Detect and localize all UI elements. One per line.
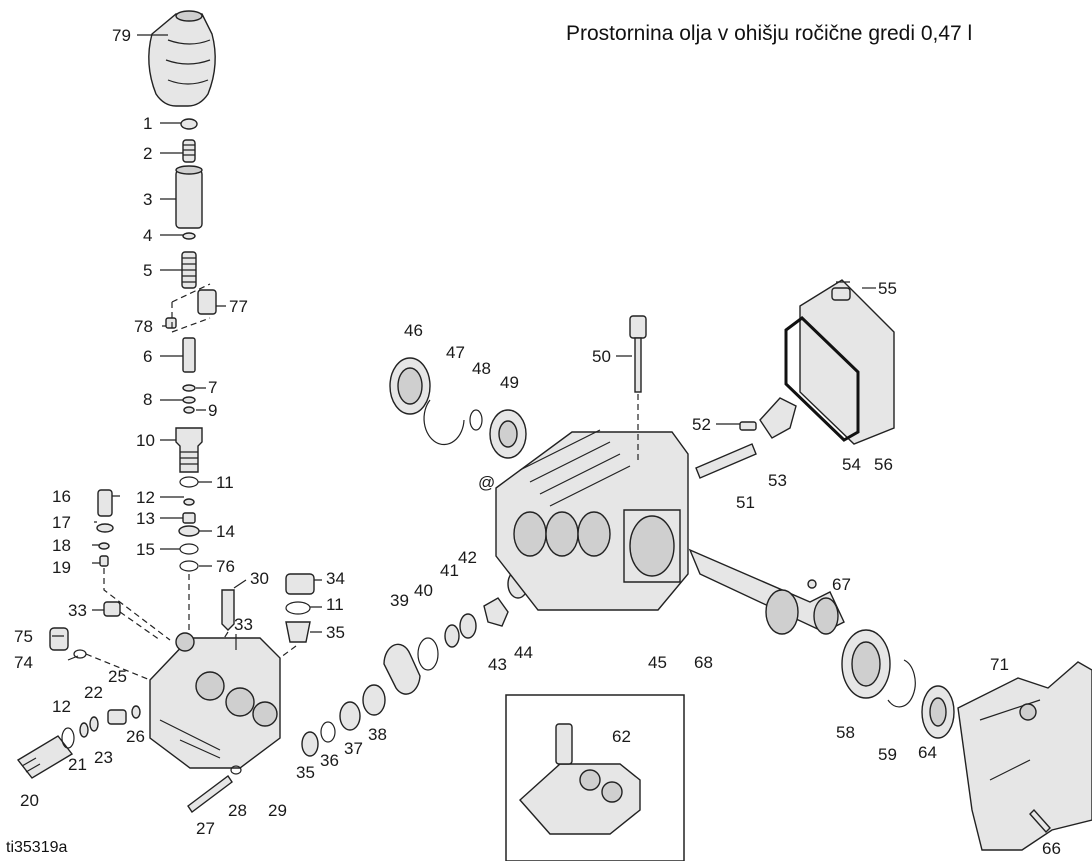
callout-3: 3 xyxy=(143,190,152,209)
callout-14: 14 xyxy=(216,522,235,541)
callout-30: 30 xyxy=(250,569,269,588)
callout-16: 16 xyxy=(52,487,71,506)
callout-2: 2 xyxy=(143,144,152,163)
callout-29: 29 xyxy=(268,801,287,820)
figure-id: ti35319a xyxy=(6,839,68,856)
callout-13: 13 xyxy=(136,509,155,528)
callout-54: 54 xyxy=(842,455,861,474)
callout-17: 17 xyxy=(52,513,71,532)
callout-33b: 33 xyxy=(234,615,253,634)
callout-12b: 12 xyxy=(52,697,71,716)
oil-capacity-note: Prostornina olja v ohišju ročične gredi … xyxy=(566,22,973,45)
callout-52: 52 xyxy=(692,415,711,434)
callout-6: 6 xyxy=(143,347,152,366)
callout-11: 11 xyxy=(216,473,234,492)
callout-66: 66 xyxy=(1042,839,1061,858)
callout-18: 18 xyxy=(52,536,71,555)
callout-28: 28 xyxy=(228,801,247,820)
callout-25: 25 xyxy=(108,667,127,686)
callout-55: 55 xyxy=(878,279,897,298)
callout-45: 45 xyxy=(648,653,667,672)
callout-35: 35 xyxy=(326,623,345,642)
callout-49: 49 xyxy=(500,373,519,392)
callout-74: 74 xyxy=(14,653,33,672)
callout-76: 76 xyxy=(216,557,235,576)
callout-42: 42 xyxy=(458,548,477,567)
callout-22: 22 xyxy=(84,683,103,702)
callout-labels: 79 1 2 3 4 5 77 78 6 7 8 9 10 11 12 13 1… xyxy=(14,26,1061,858)
callout-23: 23 xyxy=(94,748,113,767)
callout-35b: 35 xyxy=(296,763,315,782)
callout-34: 34 xyxy=(326,569,345,588)
callout-48: 48 xyxy=(472,359,491,378)
callout-56: 56 xyxy=(874,455,893,474)
callout-37: 37 xyxy=(344,739,363,758)
callout-59: 59 xyxy=(878,745,897,764)
callout-at: @ xyxy=(478,473,495,492)
callout-64: 64 xyxy=(918,743,937,762)
callout-7: 7 xyxy=(208,378,217,397)
callout-44: 44 xyxy=(514,643,533,662)
callout-33a: 33 xyxy=(68,601,87,620)
callout-15: 15 xyxy=(136,540,155,559)
callout-38: 38 xyxy=(368,725,387,744)
callout-20: 20 xyxy=(20,791,39,810)
callout-62: 62 xyxy=(612,727,631,746)
callout-71: 71 xyxy=(990,655,1009,674)
callout-46: 46 xyxy=(404,321,423,340)
callout-36: 36 xyxy=(320,751,339,770)
callout-27: 27 xyxy=(196,819,215,838)
callout-79: 79 xyxy=(112,26,131,45)
callout-12: 12 xyxy=(136,488,155,507)
callout-41: 41 xyxy=(440,561,459,580)
callout-67: 67 xyxy=(832,575,851,594)
callout-51: 51 xyxy=(736,493,755,512)
callout-11b: 11 xyxy=(326,595,344,614)
knob-part xyxy=(148,10,216,107)
callout-58: 58 xyxy=(836,723,855,742)
leader-lines xyxy=(52,34,876,661)
inset-frame xyxy=(505,694,685,861)
callout-77: 77 xyxy=(229,297,248,316)
manifold xyxy=(149,632,281,769)
callout-1: 1 xyxy=(143,114,152,133)
callout-21: 21 xyxy=(68,755,87,774)
callout-8: 8 xyxy=(143,390,152,409)
callout-40: 40 xyxy=(414,581,433,600)
callout-53: 53 xyxy=(768,471,787,490)
callout-5: 5 xyxy=(143,261,152,280)
callout-78: 78 xyxy=(134,317,153,336)
callout-4: 4 xyxy=(143,226,152,245)
callout-47: 47 xyxy=(446,343,465,362)
callout-50: 50 xyxy=(592,347,611,366)
callout-75: 75 xyxy=(14,627,33,646)
callout-9: 9 xyxy=(208,401,217,420)
callout-10: 10 xyxy=(136,431,155,450)
callout-68: 68 xyxy=(694,653,713,672)
callout-43: 43 xyxy=(488,655,507,674)
callout-19: 19 xyxy=(52,558,71,577)
callout-39: 39 xyxy=(390,591,409,610)
crankcase xyxy=(495,429,689,611)
callout-26: 26 xyxy=(126,727,145,746)
